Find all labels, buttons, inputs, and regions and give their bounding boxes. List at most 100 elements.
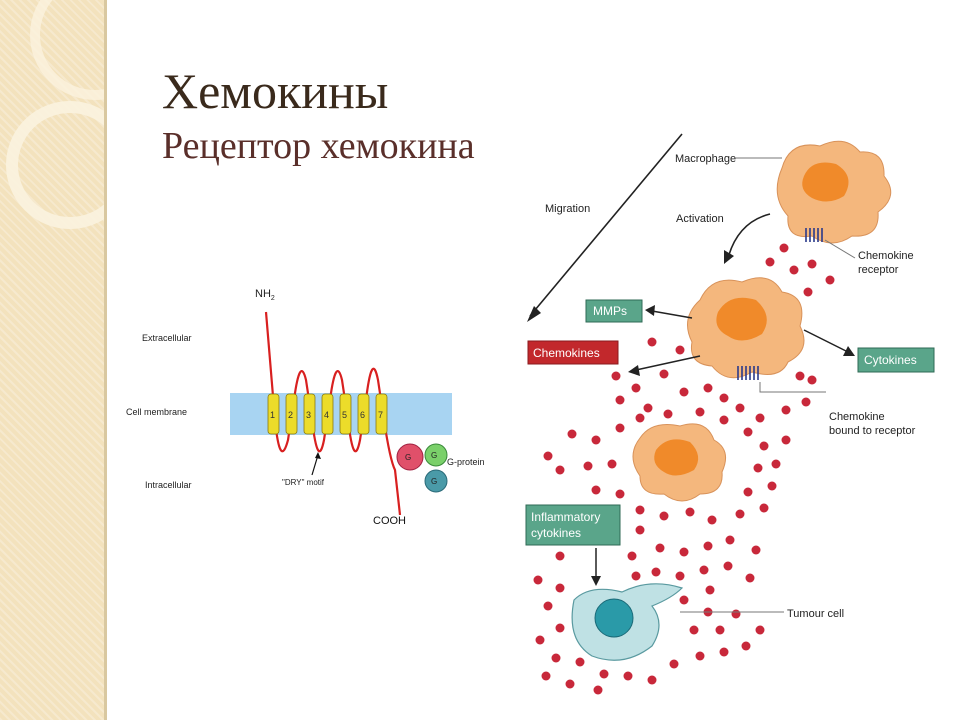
macrophage-label: Macrophage [675, 153, 736, 165]
helix-label: 1 [270, 410, 275, 420]
chemokine-dot [607, 459, 617, 469]
chemokine-dot [679, 387, 689, 397]
helix-2 [285, 393, 298, 435]
chemokine-dot [735, 509, 745, 519]
chemokine-dot [591, 485, 601, 495]
receptor-pointer [824, 239, 856, 259]
chemokine-dot [627, 551, 637, 561]
g-alpha-label: G [405, 453, 411, 462]
chemokine-dot [555, 583, 565, 593]
g-alpha-subunit [396, 443, 424, 471]
chemokine-dot [567, 429, 577, 439]
chemokine-dot [743, 487, 753, 497]
mmps-box [585, 299, 643, 323]
cytokines-arrowhead [843, 346, 855, 356]
chemokine-dot [695, 407, 705, 417]
chemokine-dot [725, 535, 735, 545]
dry-motif-label: "DRY" motif [282, 478, 325, 487]
chemokines-arrow [635, 355, 701, 371]
chemokine-receptor-label-1: Chemokine [858, 250, 914, 262]
chemokine-dot [741, 641, 751, 651]
chemokine-dot [751, 545, 761, 555]
chemokine-dot [745, 573, 755, 583]
chemokine-dot [643, 403, 653, 413]
chemokines-arrowhead [628, 365, 640, 376]
chemokine-dot [771, 459, 781, 469]
chemokine-dot [615, 395, 625, 405]
chemokine-dot [675, 345, 685, 355]
helix-5 [339, 393, 352, 435]
tumour-nucleus [594, 598, 634, 638]
chemokine-dot [759, 503, 769, 513]
decorative-sidebar [0, 0, 160, 720]
chemokine-dot [781, 405, 791, 415]
g-gamma-subunit [424, 469, 448, 493]
chemokine-dot [533, 575, 543, 585]
chemokine-dot [719, 393, 729, 403]
helix-6 [357, 393, 370, 435]
chemokine-dot [555, 465, 565, 475]
chemokine-bound-label-2: bound to receptor [829, 425, 916, 437]
chemokine-receptor-label-2: receptor [858, 264, 899, 276]
activation-label: Activation [676, 213, 724, 225]
dry-arrowhead [315, 452, 321, 459]
chemokine-dot [593, 685, 603, 695]
intracellular-label: Intracellular [145, 480, 192, 490]
g-beta-subunit [424, 443, 448, 467]
chemokine-dots [533, 243, 835, 695]
chemokine-dot [703, 541, 713, 551]
receptor-diagram: NH2 Extracellular Cell membrane Intracel… [126, 288, 485, 527]
migration-arrowhead [527, 306, 541, 322]
chemokine-dot [825, 275, 835, 285]
chemokine-dot [663, 409, 673, 419]
chemokine-dot [795, 371, 805, 381]
transmembrane-helices: 1 2 3 4 5 6 7 [267, 393, 388, 435]
chemokine-dot [705, 585, 715, 595]
chemokine-dot [707, 515, 717, 525]
nh2-label: NH2 [255, 288, 275, 302]
chemokine-dot [551, 653, 561, 663]
cooh-label: COOH [373, 515, 406, 527]
chemokine-dot [647, 675, 657, 685]
chemokine-dot [685, 507, 695, 517]
inflammatory-cytokines-label-2: cytokines [531, 526, 581, 540]
chemokine-dot [715, 625, 725, 635]
chemokine-dot [635, 413, 645, 423]
helix-label: 2 [288, 410, 293, 420]
chemokine-dot [599, 669, 609, 679]
chemokine-dot [611, 371, 621, 381]
chemokine-dot [659, 511, 669, 521]
chemokine-dot [767, 481, 777, 491]
chemokine-dot [807, 375, 817, 385]
chemokine-dot [647, 337, 657, 347]
sidebar-divider [104, 0, 107, 720]
pathway-diagram: Migration Macrophage Activation Chemokin… [525, 133, 935, 695]
macrophage-nucleus [802, 162, 849, 202]
chemokine-dot [743, 427, 753, 437]
chemokine-dot [689, 625, 699, 635]
cytokines-down-arrowhead [591, 576, 601, 586]
chemokine-dot [723, 561, 733, 571]
activation-arrow [727, 213, 771, 259]
third-macrophage-nucleus [654, 439, 699, 476]
chemokine-dot [703, 383, 713, 393]
chemokines-box [527, 340, 619, 365]
helix-label: 4 [324, 410, 329, 420]
g-protein-label: G-protein [447, 457, 485, 467]
chemokine-dot [591, 435, 601, 445]
chemokine-dot [789, 265, 799, 275]
cytokines-label: Cytokines [864, 353, 917, 367]
helix-label: 6 [360, 410, 365, 420]
tumour-cell-label: Tumour cell [787, 608, 844, 620]
chemokine-bound-label-1: Chemokine [829, 411, 885, 423]
chemokine-dot [623, 671, 633, 681]
receptor-glyph-1 [805, 228, 823, 242]
chemokine-dot [755, 625, 765, 635]
helix-3 [303, 393, 316, 435]
inflammatory-cytokines-label-1: Inflammatory [531, 510, 600, 524]
migration-label: Migration [545, 203, 590, 215]
chemokine-dot [555, 551, 565, 561]
cytokines-box [857, 347, 935, 373]
chemokine-dot [719, 647, 729, 657]
